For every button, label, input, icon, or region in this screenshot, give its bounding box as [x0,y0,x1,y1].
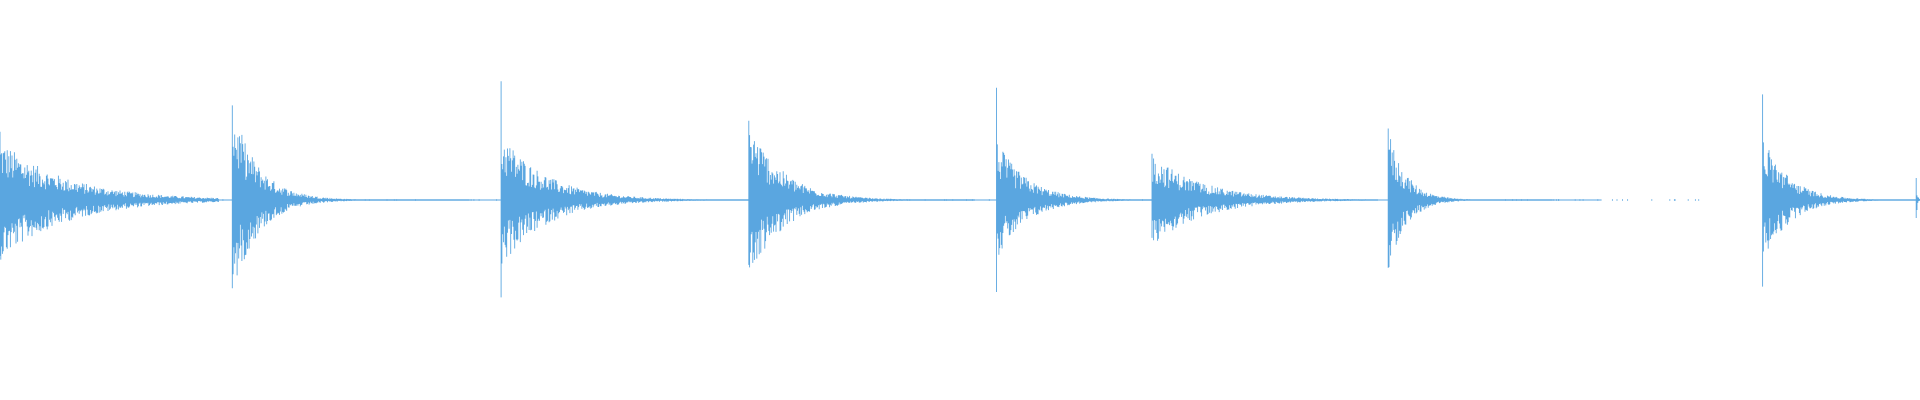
transient-samples [500,81,973,298]
transient-samples [231,105,672,289]
transient-samples [1151,153,1581,241]
transient-6 [1151,153,1581,241]
waveform-samples [0,81,1920,298]
transient-9 [1915,178,1920,218]
transient-samples [1762,94,1920,287]
transient-7 [1387,128,1700,268]
transient-samples [1387,128,1700,268]
transient-2 [231,105,672,289]
transient-1 [0,131,416,260]
transient-samples [0,131,416,260]
transient-samples [748,120,1174,268]
transient-3 [500,81,973,298]
transient-4 [748,120,1174,268]
transient-8 [1762,94,1920,287]
transient-samples [1915,178,1920,218]
